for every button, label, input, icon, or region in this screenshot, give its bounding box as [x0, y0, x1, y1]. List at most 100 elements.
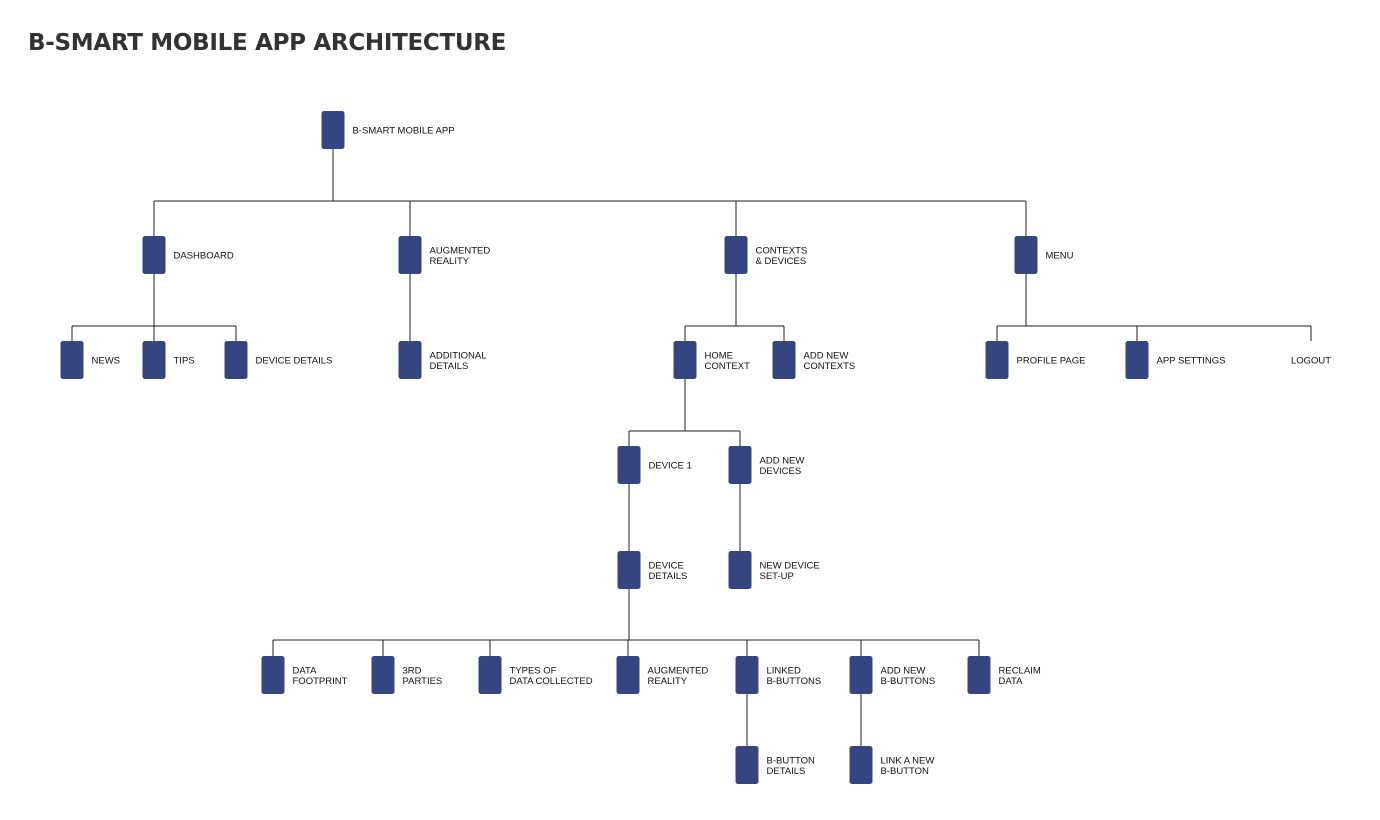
node-label-line: REALITY [648, 676, 688, 687]
screen-node-icon [724, 236, 748, 274]
screen-node-icon [849, 656, 873, 694]
screen-node-icon [617, 446, 641, 484]
node-logout[interactable]: LOGOUT [1291, 356, 1331, 367]
screen-node-icon [728, 446, 752, 484]
node-label-line: AUGMENTED [648, 665, 709, 676]
node-label-line: DETAILS [767, 766, 806, 777]
node-label: APP SETTINGS [1157, 356, 1226, 367]
node-label-line: DETAILS [430, 361, 469, 372]
node-label-line: HOME [705, 350, 734, 361]
node-label-line: DEVICE [649, 560, 684, 571]
node-root[interactable]: B-SMART MOBILE APP [321, 111, 455, 149]
node-label-line: ADD NEW [760, 455, 805, 466]
node-label-line: TYPES OF [510, 665, 557, 676]
node-label: CONTEXTS& DEVICES [756, 245, 808, 267]
screen-node-icon [772, 341, 796, 379]
screen-node-icon [398, 236, 422, 274]
connector-lines [71, 149, 1312, 746]
diagram-nodes: B-SMART MOBILE APP DASHBOARD NEWS TIPS DEVIC… [60, 111, 1331, 784]
node-label-line: LINKED [767, 665, 801, 676]
node-label-line: B-BUTTON [881, 766, 930, 777]
node-label: TIPS [174, 356, 195, 367]
node-label-line: B-BUTTON [767, 755, 816, 766]
screen-node-icon [728, 551, 752, 589]
node-label-line: AUGMENTED [430, 245, 491, 256]
node-label: LOGOUT [1291, 356, 1331, 367]
node-tips[interactable]: TIPS [142, 341, 195, 379]
node-label-line: PARTIES [403, 676, 443, 687]
node-label-line: NEW DEVICE [760, 560, 820, 571]
screen-node-icon [1125, 341, 1149, 379]
node-label-line: FOOTPRINT [293, 676, 348, 687]
node-label-line: CONTEXT [705, 361, 751, 372]
node-label: DEVICE 1 [649, 461, 692, 472]
node-label-line: & DEVICES [756, 256, 807, 267]
node-menu[interactable]: MENU [1014, 236, 1074, 274]
node-label-line: LOGOUT [1291, 356, 1331, 367]
screen-node-icon [735, 656, 759, 694]
node-profile-page[interactable]: PROFILE PAGE [985, 341, 1086, 379]
node-label: DASHBOARD [174, 251, 234, 262]
node-label-line: CONTEXTS [804, 361, 856, 372]
screen-node-icon [142, 341, 166, 379]
screen-node-icon [673, 341, 697, 379]
node-label-line: B-BUTTONS [881, 676, 936, 687]
node-news[interactable]: NEWS [60, 341, 121, 379]
node-label-line: DEVICES [760, 466, 802, 477]
page-title: B-SMART MOBILE APP ARCHITECTURE [28, 30, 507, 56]
node-label-line: PROFILE PAGE [1017, 356, 1086, 367]
node-device-1[interactable]: DEVICE 1 [617, 446, 692, 484]
node-label-line: DEVICE 1 [649, 461, 692, 472]
node-dashboard[interactable]: DASHBOARD [142, 236, 234, 274]
node-label-line: APP SETTINGS [1157, 356, 1226, 367]
node-app-settings[interactable]: APP SETTINGS [1125, 341, 1226, 379]
screen-node-icon [1014, 236, 1038, 274]
node-label-line: DATA [293, 665, 318, 676]
screen-node-icon [616, 656, 640, 694]
screen-node-icon [617, 551, 641, 589]
node-label: DEVICE DETAILS [256, 356, 333, 367]
screen-node-icon [224, 341, 248, 379]
screen-node-icon [371, 656, 395, 694]
screen-node-icon [261, 656, 285, 694]
screen-node-icon [478, 656, 502, 694]
screen-node-icon [849, 746, 873, 784]
node-contexts-devices[interactable]: CONTEXTS& DEVICES [724, 236, 808, 274]
node-label-line: RECLAIM [999, 665, 1041, 676]
node-label-line: B-SMART MOBILE APP [353, 126, 455, 137]
node-label-line: B-BUTTONS [767, 676, 822, 687]
node-label-line: REALITY [430, 256, 470, 267]
node-device-details-dash[interactable]: DEVICE DETAILS [224, 341, 333, 379]
node-label-line: SET-UP [760, 571, 794, 582]
node-label-line: TIPS [174, 356, 195, 367]
node-label-line: DATA [999, 676, 1024, 687]
